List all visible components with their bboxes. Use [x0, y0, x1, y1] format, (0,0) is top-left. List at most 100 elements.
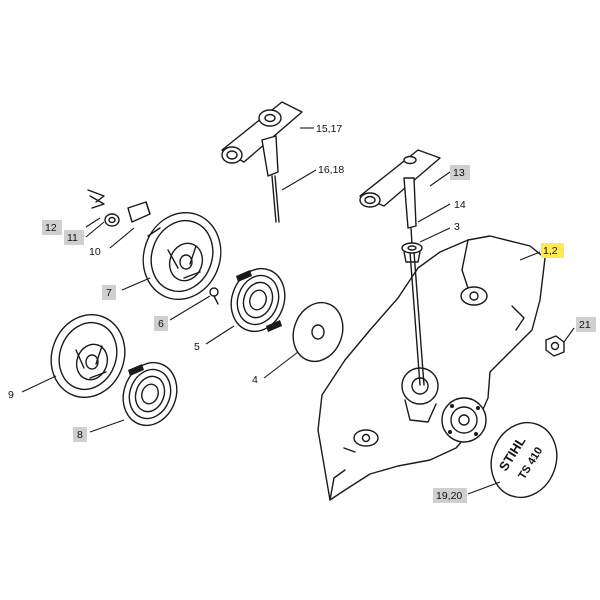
nut-21[interactable]	[545, 335, 565, 357]
starter-grip-15-17[interactable]	[221, 101, 303, 177]
washer-4[interactable]	[285, 296, 351, 369]
callout-11-box	[64, 230, 84, 245]
callout-7[interactable]: 7	[102, 285, 116, 300]
rotor-7-notch	[147, 227, 161, 237]
callout-6-box	[154, 316, 168, 331]
rewind-spring-8[interactable]	[115, 355, 186, 433]
callout-21-box	[576, 317, 596, 332]
spring-5-coil	[249, 289, 267, 311]
rope-guide-collar	[404, 399, 437, 423]
screw-6-shank	[213, 295, 219, 305]
callout-13-box	[450, 165, 470, 180]
callout-11[interactable]: 11	[64, 230, 84, 245]
callout-6-label: 6	[158, 318, 164, 330]
starter-post	[441, 397, 487, 443]
spring-8-coil	[141, 383, 159, 405]
fan-housing-body	[317, 235, 546, 501]
callout-1-2[interactable]: 1,2	[541, 243, 564, 258]
grip-15-end	[221, 146, 243, 164]
callout-12-box	[42, 220, 62, 235]
starter-grip-13[interactable]	[359, 149, 441, 229]
callout-19-20[interactable]: 19,20	[433, 488, 467, 503]
callout-16-18-label: 16,18	[318, 164, 344, 176]
grip-15-top-dome	[258, 109, 282, 127]
fan-housing-part[interactable]	[317, 235, 546, 501]
rope-rotor-9[interactable]	[40, 304, 136, 408]
callout-8-label: 8	[77, 429, 83, 441]
grip-15-end-hole	[226, 150, 238, 160]
callout-15-17[interactable]: 15,17	[316, 123, 342, 135]
fan-housing-rope-guide	[401, 367, 439, 405]
rewind-spring-5[interactable]	[223, 261, 294, 339]
rotor-9-hub	[75, 343, 109, 381]
rotor-7-spokes	[167, 245, 201, 279]
callout-10-label: 10	[89, 246, 101, 258]
rotor-9-spokes	[75, 345, 107, 379]
callout-15-17-label: 15,17	[316, 123, 342, 135]
callout-6[interactable]: 6	[154, 316, 168, 331]
callout-9-label: 9	[8, 389, 14, 401]
callout-1-2-label: 1,2	[543, 245, 558, 257]
starter-post-screw	[450, 404, 454, 408]
fan-housing-boss	[460, 286, 488, 306]
logo-badge-disc	[490, 421, 558, 499]
fan-housing-bracket	[511, 305, 525, 331]
callout-3[interactable]: 3	[454, 221, 460, 233]
logo-badge-19-20[interactable]: STIHL TS 410	[481, 413, 567, 506]
callout-8-box	[73, 427, 87, 442]
nut-21-hole	[550, 341, 560, 351]
callout-4-label: 4	[252, 374, 258, 386]
spring-5-coil	[242, 281, 274, 319]
starter-rope-upper	[410, 227, 413, 245]
fan-housing-mount-lug	[343, 447, 356, 453]
callout-12-label: 12	[45, 222, 57, 234]
fan-housing-boss-hole	[469, 291, 479, 301]
bush-3-body	[403, 251, 421, 263]
grip-15-stem	[261, 135, 279, 177]
callout-21[interactable]: 21	[576, 317, 596, 332]
screw-6-head	[209, 287, 219, 297]
spring-8-coil	[128, 368, 172, 420]
washer-11[interactable]	[104, 213, 120, 227]
fan-housing-mount-hole	[361, 433, 371, 443]
rope-guide-bush-3[interactable]	[401, 242, 423, 263]
spring-5-housing	[230, 267, 286, 333]
callout-16-18[interactable]: 16,18	[318, 164, 344, 176]
pawl-10-edge	[145, 201, 151, 215]
spring-clip-12-shape	[87, 189, 105, 209]
starter-post-center	[458, 414, 470, 426]
screw-6[interactable]	[209, 287, 219, 305]
callout-4[interactable]: 4	[252, 374, 258, 386]
bush-3-flange	[401, 242, 423, 254]
callout-5[interactable]: 5	[194, 341, 200, 353]
grip-13-end	[359, 192, 381, 208]
callout-7-box	[102, 285, 116, 300]
callout-1-2-box	[541, 243, 564, 258]
rotor-9-groove	[58, 321, 118, 391]
rope-rotor-7[interactable]	[131, 202, 233, 311]
callout-12[interactable]: 12	[42, 220, 62, 235]
starter-post-screw	[476, 406, 480, 410]
spring-clip-12[interactable]	[87, 189, 105, 209]
callout-21-label: 21	[579, 319, 591, 331]
starter-post-screw	[448, 430, 452, 434]
rotor-9-hole	[85, 354, 99, 370]
fan-housing-edge	[329, 469, 346, 501]
spring-8-housing	[122, 361, 178, 427]
starter-post-screw	[474, 432, 478, 436]
callout-13-label: 13	[453, 167, 465, 179]
callout-11-label: 11	[67, 232, 78, 244]
callout-10[interactable]: 10	[89, 246, 101, 258]
pawl-10[interactable]	[127, 201, 151, 223]
washer-4-hole	[311, 324, 325, 340]
callout-8[interactable]: 8	[73, 427, 87, 442]
spring-5-tab	[236, 270, 252, 282]
callout-19-20-box	[433, 488, 467, 503]
rotor-7-hole	[179, 254, 193, 270]
callout-9[interactable]: 9	[8, 389, 14, 401]
callout-14[interactable]: 14	[454, 199, 466, 211]
callout-13[interactable]: 13	[450, 165, 470, 180]
spring-8-tab	[128, 364, 144, 376]
fan-housing-rib	[461, 239, 469, 289]
